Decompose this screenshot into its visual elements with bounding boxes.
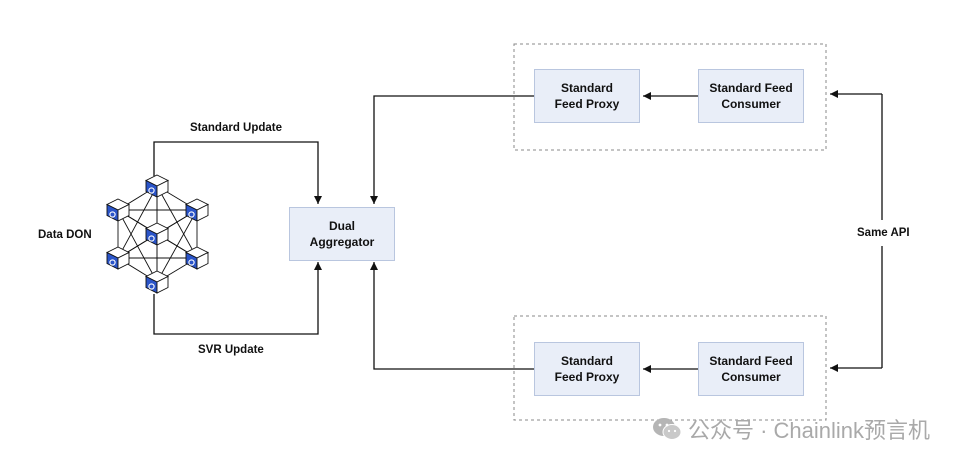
same-api-label: Same API	[855, 227, 912, 239]
watermark: 公众号 · Chainlink预言机	[652, 413, 930, 445]
don-node-icon	[105, 198, 131, 222]
dual-aggregator-box: Dual Aggregator	[289, 207, 395, 261]
top-consumer-line2: Consumer	[721, 97, 781, 111]
top-group-border	[513, 43, 827, 151]
data-don-network-icon	[105, 174, 210, 294]
bottom-proxy-line1: Standard	[560, 354, 613, 368]
bottom-standard-feed-proxy-box: Standard Feed Proxy	[534, 342, 640, 396]
don-node-icon	[144, 270, 170, 294]
top-proxy-line1: Standard	[560, 81, 613, 95]
top-consumer-line1: Standard Feed	[709, 81, 793, 95]
aggregator-line2: Aggregator	[309, 235, 375, 249]
top-standard-feed-consumer-box: Standard Feed Consumer	[698, 69, 804, 123]
top-proxy-to-aggregator-arrow	[370, 95, 534, 204]
wechat-icon	[652, 418, 682, 440]
bottom-proxy-to-aggregator-arrow	[370, 262, 534, 370]
don-node-icon	[184, 198, 210, 222]
watermark-text: 公众号 · Chainlink预言机	[687, 418, 930, 443]
top-standard-feed-proxy-box: Standard Feed Proxy	[534, 69, 640, 123]
top-proxy-line2: Feed Proxy	[554, 97, 620, 111]
svr-update-label: SVR Update	[198, 344, 264, 356]
bottom-standard-feed-consumer-box: Standard Feed Consumer	[698, 342, 804, 396]
standard-update-label: Standard Update	[190, 122, 283, 134]
don-node-icon	[184, 246, 210, 270]
standard-update-arrow	[153, 141, 322, 204]
don-node-icon	[144, 174, 170, 198]
aggregator-line1: Dual	[328, 219, 355, 233]
don-node-icon	[144, 222, 170, 246]
svr-update-arrow	[153, 262, 322, 335]
data-don-label: Data DON	[38, 229, 92, 241]
bottom-consumer-line2: Consumer	[721, 370, 781, 384]
bottom-consumer-line1: Standard Feed	[709, 354, 793, 368]
bottom-proxy-line2: Feed Proxy	[554, 370, 620, 384]
don-node-icon	[105, 246, 131, 270]
